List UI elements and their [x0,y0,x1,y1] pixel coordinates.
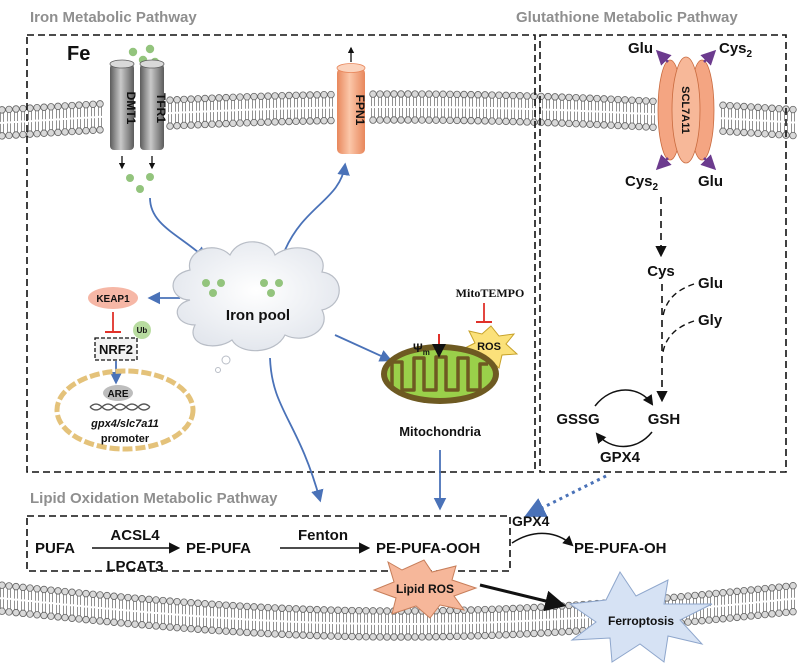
glu-join-line [662,283,695,317]
gly-label: Gly [698,312,723,329]
gssg-label: GSSG [556,411,599,428]
mitochondria-label: Mitochondria [399,424,481,439]
ub-label: Ub [137,326,148,335]
arrow-to-lipid-pathway [269,357,324,503]
iron-pool-cloud [172,241,340,373]
slc7a11-label: SCL7A11 [679,86,691,134]
promoter-label: promoter [101,433,150,445]
gpx4-to-lipid-arrow [524,474,607,517]
dmt1-label: DMT1 [124,92,138,125]
glu-import-arrow [700,154,717,171]
cys2-bottom-label: Cys2 [625,173,659,193]
glu-label: Glu [698,275,723,292]
mitochondria-organelle [381,344,499,404]
ferroptosis-starburst [568,571,713,663]
fenton-label: Fenton [298,527,348,544]
arrow-to-iron-pool [149,197,207,260]
lipid-pathway-title: Lipid Oxidation Metabolic Pathway [30,490,278,507]
are-node [103,385,133,401]
gssg-to-gsh-arrow [594,389,654,407]
iron-pathway-title: Iron Metabolic Pathway [30,9,197,26]
are-label: ARE [107,389,128,400]
fpn1-transporter: FPN1 [336,63,367,154]
glutathione-pathway-title: Glutathione Metabolic Pathway [516,9,738,26]
lipid-pathway-box [26,515,511,572]
fe-label: Fe [67,43,90,65]
iron-pool-dots [202,279,283,297]
ubiquitin-node [133,321,151,339]
ferroptosis-label: Ferroptosis [608,614,674,628]
iron-pathway-box [26,34,536,473]
arrow-to-mitochondria [334,334,393,362]
keap1-label: KEAP1 [96,294,130,305]
gene-label: gpx4/slc7a11 [90,418,159,430]
pe-pufa-ooh-label: PE-PUFA-OOH [376,540,480,557]
cys-label: Cys [647,263,675,280]
fpn1-label: FPN1 [353,95,367,126]
iron-pool-label: Iron pool [226,307,290,324]
plasma-membrane-top [0,90,797,140]
mitotempo-label: MitoTEMPO [456,286,525,300]
glutathione-pathway-box [539,34,787,473]
pe-pufa-oh-label: PE-PUFA-OH [574,540,667,557]
tfr1-transporter: TFR1 [139,59,168,150]
ooh-to-oh-arrow [511,532,574,547]
glu-bottom-label: Glu [698,173,723,190]
nrf2-label: NRF2 [99,342,133,357]
cys2-top-label: Cys2 [719,40,753,60]
gsh-to-gssg-arrow [595,431,653,448]
ros-label: ROS [477,341,501,353]
slc7a11-transporter: SCL7A11 [657,56,715,164]
glu-top-label: Glu [628,40,653,57]
cys2-import-arrow [655,154,672,171]
dmt1-transporter: DMT1 [109,59,138,150]
glu-export-arrow [655,49,672,66]
nrf2-box [94,337,138,361]
keap1-node [88,287,138,309]
pe-pufa-label: PE-PUFA [186,540,251,557]
lipid-ros-to-ferroptosis-arrow [479,583,567,612]
gpx4-cycle-label: GPX4 [600,449,641,466]
nucleus-envelope [54,368,196,452]
gpx4-lipid-label: GPX4 [512,513,550,529]
psi-label: Ψm [413,341,430,357]
arrow-to-fpn1 [284,162,350,251]
gly-join-line [662,320,695,353]
gsh-label: GSH [648,411,681,428]
lipid-ros-label: Lipid ROS [396,582,454,596]
lipid-ros-starburst [372,559,478,619]
acsl4-label: ACSL4 [110,527,160,544]
pufa-label: PUFA [35,540,75,557]
lpcat3-label: LPCAT3 [106,558,163,575]
intracellular-iron-dots [126,173,154,193]
dna-helix-icon [89,403,151,411]
cys2-export-arrow [700,49,717,66]
tfr1-label: TFR1 [154,93,168,123]
